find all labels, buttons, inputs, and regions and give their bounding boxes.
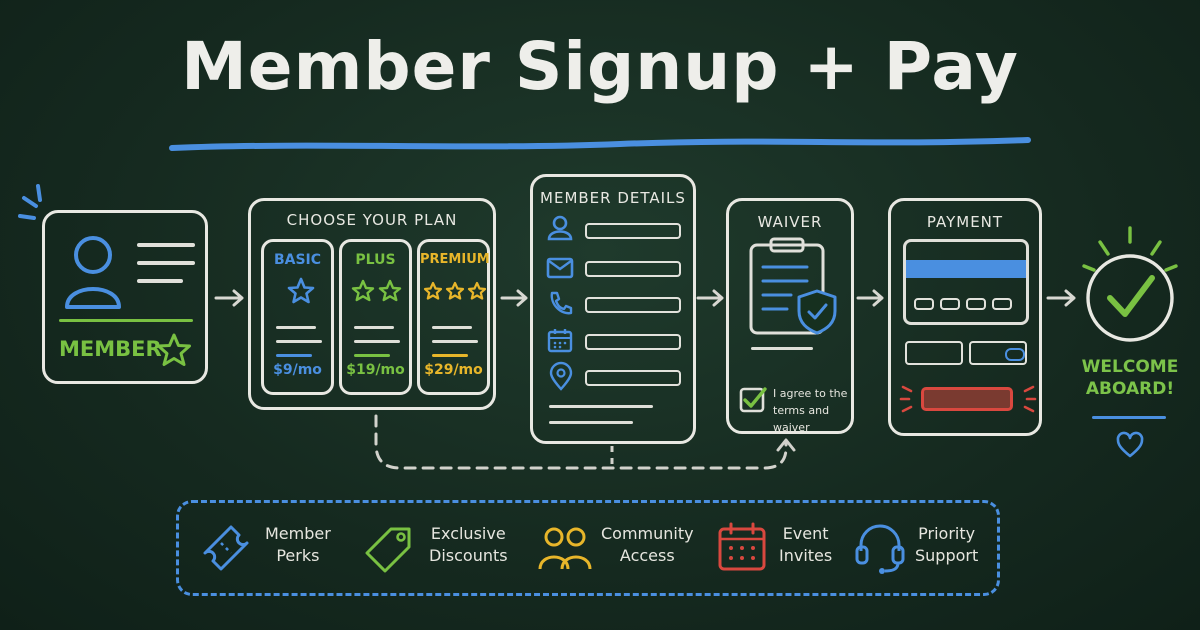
card-number-block (992, 298, 1012, 310)
plan-name: BASIC (273, 252, 322, 268)
page-title: Member Signup + Pay (181, 28, 1019, 105)
pay-button[interactable] (921, 387, 1013, 411)
plan-name: PLUS (355, 252, 396, 268)
perk-label: Member Perks (265, 523, 331, 566)
perk-label: Priority Support (915, 523, 978, 566)
feature-line (354, 354, 390, 357)
perk-label: Event Invites (779, 523, 832, 566)
plan-price: $19/mo (346, 362, 405, 378)
waiver-card: WAIVER I agree to the terms and waiver (726, 198, 854, 434)
perk-line-1: Event (782, 524, 829, 543)
feature-line (432, 326, 472, 329)
welcome-label: WELCOME ABOARD! (1076, 356, 1184, 400)
sparkle-icon (18, 184, 42, 220)
payment-title: PAYMENT (926, 213, 1004, 231)
detail-line (549, 405, 653, 408)
user-icon (547, 215, 573, 241)
welcome-line-2: ABOARD! (1085, 379, 1175, 400)
signature-line (751, 347, 813, 350)
member-details-title: MEMBER DETAILS (540, 189, 686, 207)
plan-name: PREMIUM (420, 252, 490, 267)
phone-field[interactable] (585, 297, 681, 313)
perk-line-1: Priority (918, 524, 976, 543)
feature-line (432, 340, 478, 343)
title-underline (169, 137, 1031, 151)
plan-price: $9/mo (273, 362, 322, 378)
perk-label: Exclusive Discounts (429, 523, 508, 566)
flow-arrow-5 (1046, 289, 1076, 307)
plan-price: $29/mo (424, 362, 483, 378)
detail-line (549, 421, 633, 424)
optional-path-connector (374, 414, 796, 470)
tag-icon (365, 527, 411, 573)
welcome-line-1: WELCOME (1081, 357, 1179, 377)
star-icon (287, 277, 315, 304)
checkbox-icon[interactable] (739, 385, 769, 415)
feature-line (354, 326, 394, 329)
expiry-field[interactable] (905, 341, 963, 365)
calendar-icon (718, 522, 766, 571)
feature-line (276, 340, 322, 343)
mail-icon (546, 257, 574, 279)
flow-arrow-1 (214, 289, 244, 307)
flow-arrow-2 (500, 289, 528, 307)
pay-button-glow (899, 385, 1037, 413)
payment-card: PAYMENT (888, 198, 1042, 436)
phone-icon (550, 291, 573, 315)
headset-icon (855, 524, 905, 574)
cvv-field[interactable] (969, 341, 1027, 365)
waiver-title: WAIVER (757, 213, 823, 231)
people-icon (538, 527, 592, 570)
stars-icon (351, 279, 402, 302)
calendar-icon (547, 329, 573, 353)
plan-option-premium[interactable]: PREMIUM $29/mo (417, 239, 490, 395)
perk-label: Community Access (601, 523, 694, 566)
heart-icon (1116, 431, 1144, 458)
card-number-block (914, 298, 934, 310)
plan-card-title: CHOOSE YOUR PLAN (286, 211, 458, 229)
card-number-block (966, 298, 986, 310)
perk-line-1: Member (265, 524, 331, 543)
plan-option-basic[interactable]: BASIC $9/mo (261, 239, 334, 395)
perk-line-2: Support (915, 545, 979, 565)
date-field[interactable] (585, 334, 681, 350)
name-field[interactable] (585, 223, 681, 239)
plan-card: CHOOSE YOUR PLAN BASIC $9/mo PLUS $19/mo… (248, 198, 496, 410)
perk-line-2: Invites (779, 545, 833, 565)
member-divider (59, 319, 193, 322)
stars-icon (423, 281, 487, 300)
card-number-block (940, 298, 960, 310)
location-icon (549, 361, 573, 391)
perk-line-1: Exclusive (430, 524, 506, 543)
credit-card-graphic (903, 239, 1029, 325)
user-icon (65, 236, 195, 309)
perks-panel: Member Perks Exclusive Discounts Communi… (176, 500, 1000, 596)
success-check-icon (1082, 226, 1178, 342)
welcome-underline (1092, 416, 1166, 419)
star-icon (157, 333, 191, 366)
plan-option-plus[interactable]: PLUS $19/mo (339, 239, 412, 395)
waiver-agree-label: I agree to the terms and waiver (773, 387, 848, 435)
feature-line (432, 354, 468, 357)
member-card: MEMBER (42, 210, 208, 384)
member-details-card: MEMBER DETAILS (530, 174, 696, 444)
perk-line-2: Perks (276, 545, 320, 565)
address-field[interactable] (585, 370, 681, 386)
perk-line-1: Community (601, 524, 694, 543)
feature-line (354, 340, 400, 343)
flow-arrow-3 (696, 289, 724, 307)
member-label: MEMBER (59, 337, 162, 361)
clipboard-shield-icon (749, 237, 837, 335)
ticket-icon (203, 525, 249, 571)
perk-line-2: Access (619, 545, 675, 565)
email-field[interactable] (585, 261, 681, 277)
perk-line-2: Discounts (429, 545, 508, 565)
card-stripe (906, 260, 1026, 278)
cvv-toggle (1005, 348, 1025, 361)
flow-arrow-4 (856, 289, 884, 307)
feature-line (276, 354, 312, 357)
feature-line (276, 326, 316, 329)
